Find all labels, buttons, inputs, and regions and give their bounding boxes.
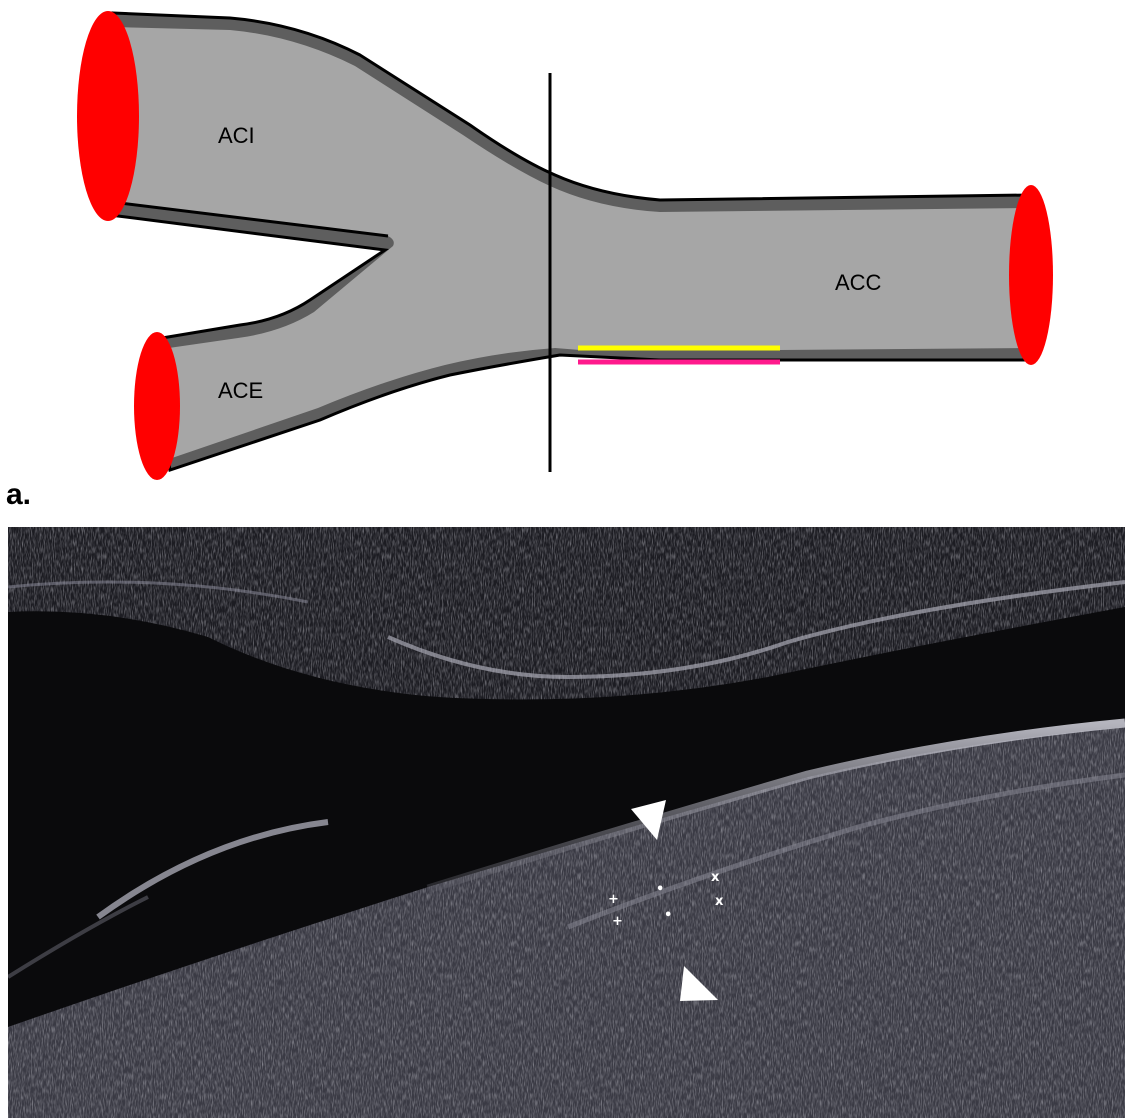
ultrasound-image: + + • • x x <box>8 527 1125 1118</box>
caliper-mark-3: • <box>656 882 664 897</box>
panel-label: a. <box>6 478 31 512</box>
carotid-bifurcation-diagram: ACI ACE ACC <box>0 0 1125 485</box>
caliper-mark-1: + <box>608 892 619 907</box>
ace-end <box>134 332 180 480</box>
ace-label: ACE <box>218 378 263 403</box>
caliper-mark-4: • <box>664 908 672 923</box>
aci-end <box>77 11 139 221</box>
caliper-mark-5: x <box>711 870 720 885</box>
caliper-mark-6: x <box>715 894 724 909</box>
acc-end <box>1009 185 1053 365</box>
caliper-mark-2: + <box>612 914 623 929</box>
acc-label: ACC <box>835 270 882 295</box>
aci-label: ACI <box>218 123 255 148</box>
